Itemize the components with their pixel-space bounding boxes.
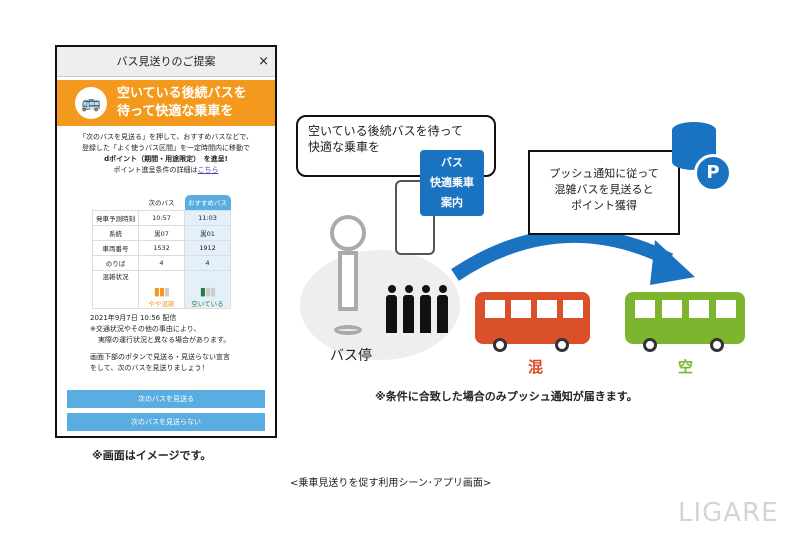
empty-label: 空	[678, 358, 694, 376]
crowd-icon: ▮▮▮	[199, 284, 216, 298]
row-label: 混雑状況	[92, 269, 139, 309]
footnote: ※条件に合致した場合のみプッシュ通知が届きます。	[375, 390, 638, 403]
crowd-cell: ▮▮▮空いている	[184, 269, 231, 309]
push-text: 混雑バスを見送ると	[554, 183, 654, 196]
banner: 🚌 空いている後続バスを待って快適な乗車を	[57, 80, 275, 126]
prompt: をして、次のバスを見送りましょう！	[90, 364, 209, 372]
row-label: 系統	[92, 224, 139, 241]
header-cell: おすすめバス	[184, 195, 231, 210]
row-label: のりば	[92, 254, 139, 271]
close-icon[interactable]: ×	[258, 54, 269, 69]
app-screen: バス見送りのご提案 × 🚌 空いている後続バスを待って快適な乗車を 「次のバスを見…	[55, 45, 277, 438]
timestamp: 2021年9月7日 10:56 配信	[90, 314, 177, 322]
cell: 4	[184, 254, 231, 271]
ligare-logo: LIGARE	[678, 498, 779, 528]
row-label: 車両番号	[92, 239, 139, 256]
intro-text: dポイント（期間・用途限定） を進呈!	[104, 155, 228, 163]
cell: 4	[138, 254, 185, 271]
bus-stop-icon	[330, 215, 366, 340]
intro-text: 「次のバスを見送る」を押して、おすすめバスなどで、	[78, 133, 254, 141]
cell: 1912	[184, 239, 231, 256]
figure-caption: <乗車見送りを促す利用シーン･アプリ画面>	[290, 478, 492, 489]
push-text: ポイント獲得	[571, 199, 637, 212]
header-cell	[93, 195, 139, 210]
coins-icon: P	[672, 122, 732, 200]
bus-icon: 🚌	[75, 87, 107, 119]
details-link[interactable]: こちら	[197, 166, 219, 174]
push-text: プッシュ通知に従って	[549, 167, 659, 180]
speech-text: 快適な乗車を	[308, 140, 381, 154]
cell: 10:57	[138, 209, 185, 226]
intro-text: 登録した「よく使うバス区間」を一定時間内に移動で	[82, 144, 250, 152]
people-icon	[385, 285, 465, 335]
cell: 黒01	[184, 224, 231, 241]
arrow-icon	[451, 228, 695, 285]
stop-area	[300, 250, 460, 360]
dont-skip-bus-button[interactable]: 次のバスを見送らない	[67, 413, 265, 431]
image-caption: ※画面はイメージです。	[92, 449, 212, 462]
cell: 黒07	[138, 224, 185, 241]
crowd-label: 空いている	[191, 299, 224, 308]
skip-next-bus-button[interactable]: 次のバスを見送る	[67, 390, 265, 408]
empty-bus-icon	[625, 292, 745, 352]
push-notice-box: プッシュ通知に従って混雑バスを見送るとポイント獲得	[528, 150, 680, 235]
cell: 11:03	[184, 209, 231, 226]
phone-card: バス快適乗車案内	[420, 150, 484, 216]
detail-text: ポイント進呈条件の詳細は	[113, 166, 198, 174]
note: ※交通状況やその他の事由により、	[90, 325, 201, 333]
crowded-bus-icon	[475, 292, 590, 352]
note: 実際の運行状況と異なる場合があります。	[98, 336, 231, 344]
crowd-cell: ▮▮▮やや混雑	[138, 269, 185, 309]
card-text: バス	[441, 156, 463, 169]
bus-stop-label: バス停	[330, 348, 372, 364]
dialog-title: バス見送りのご提案	[116, 55, 216, 68]
speech-text: 空いている後続バスを待って	[308, 124, 464, 138]
crowded-label: 混	[528, 358, 544, 376]
dialog-header: バス見送りのご提案 ×	[57, 47, 275, 77]
card-text: 案内	[441, 196, 463, 209]
banner-line: 待って快適な乗車を	[117, 104, 234, 119]
banner-line: 空いている後続バスを	[117, 86, 247, 101]
prompt: 画面下部のボタンで見送る・見送らない宣言	[90, 353, 230, 361]
crowd-icon: ▮▮▮	[153, 284, 170, 298]
crowd-label: やや混雑	[148, 299, 175, 308]
header-cell: 次のバス	[148, 199, 175, 208]
row-label: 発車予測時刻	[92, 209, 139, 226]
card-text: 快適乗車	[430, 176, 474, 189]
cell: 1532	[138, 239, 185, 256]
